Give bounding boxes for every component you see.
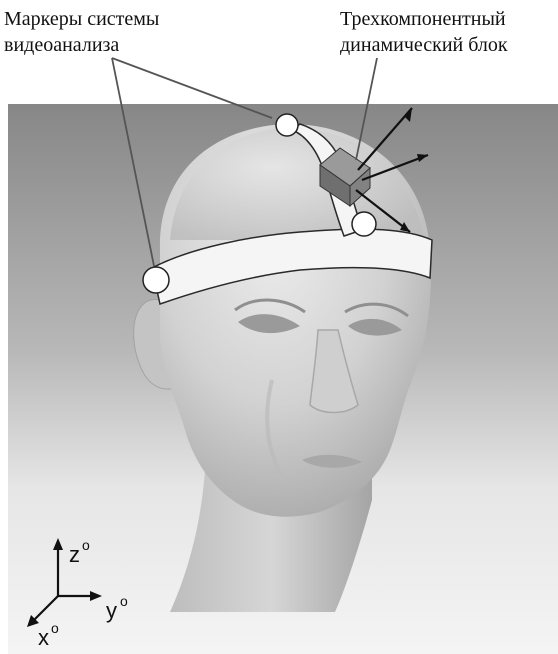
marker-right [352,212,376,236]
marker-top [276,114,298,136]
y-axis-superscript: o [120,593,128,609]
z-axis-label: z [69,542,80,567]
marker-left [143,267,169,293]
y-axis-label: y [106,598,117,623]
x-axis-label: x [38,625,49,650]
x-axis-superscript: o [51,620,59,636]
z-axis-superscript: o [82,537,90,553]
